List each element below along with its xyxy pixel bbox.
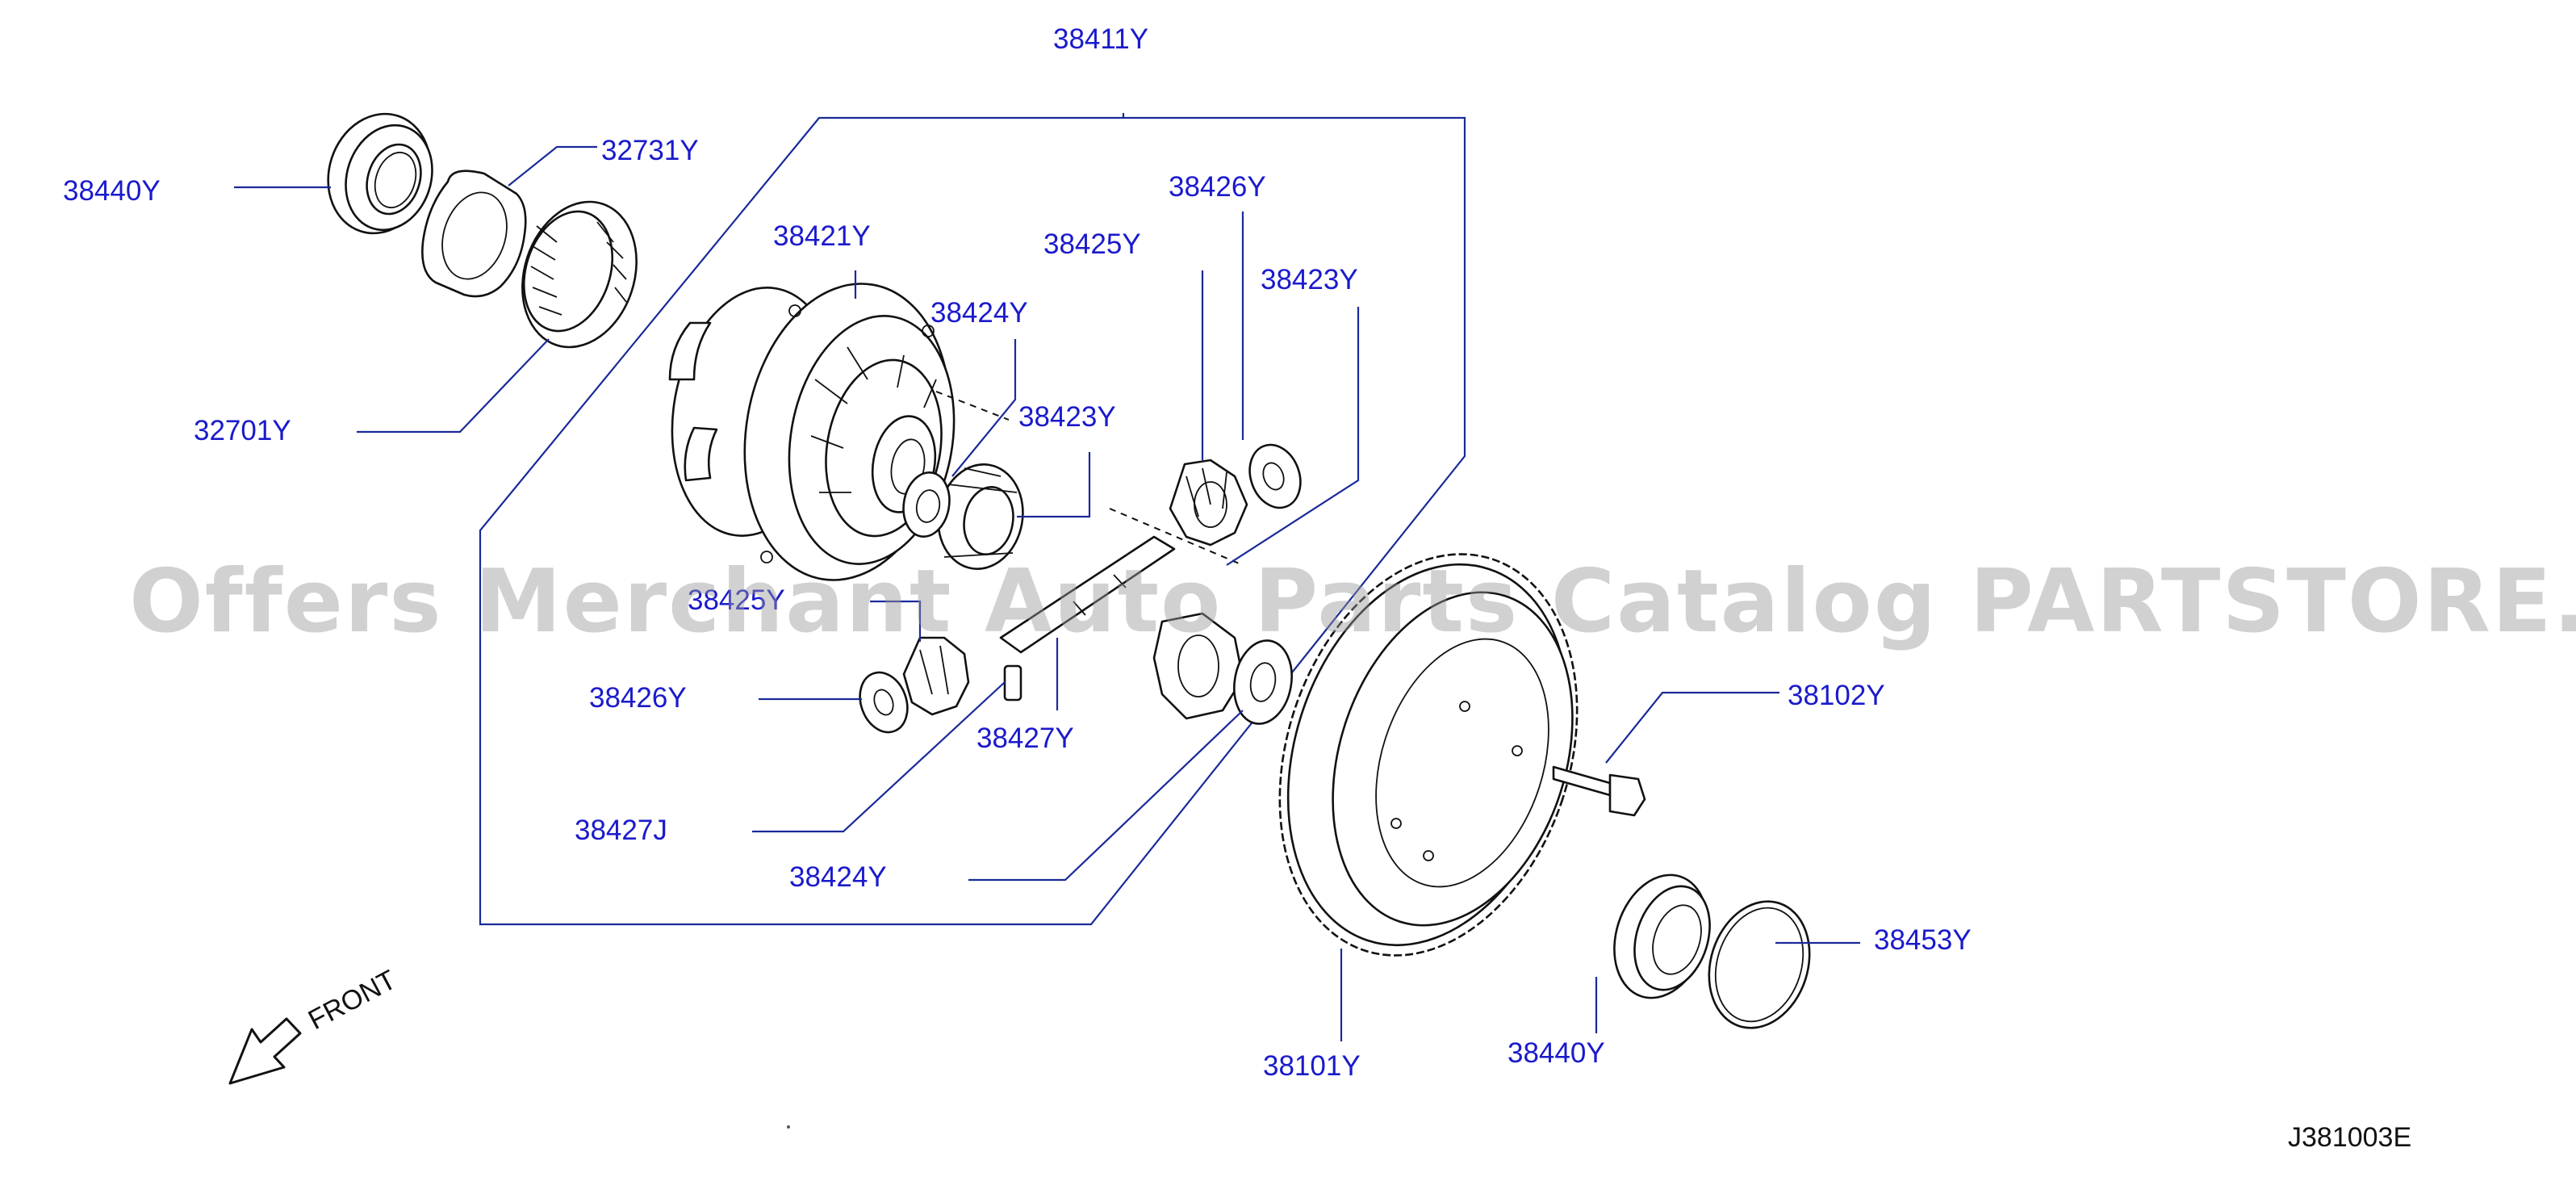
bearing-38440Y-bottom[interactable]: [1600, 863, 1723, 1010]
callout-38424Y-bottom[interactable]: 38424Y: [789, 861, 887, 893]
shim-32731Y[interactable]: [421, 170, 527, 298]
leader-38424Y-top: [951, 339, 1017, 477]
callout-38421Y[interactable]: 38421Y: [773, 220, 871, 252]
pinion-gear-38425Y[interactable]: [1169, 459, 1248, 547]
pinion-shaft-38427Y[interactable]: [999, 535, 1176, 654]
bearing-38440Y-top[interactable]: [313, 101, 445, 247]
callout-38440Y-bottom[interactable]: 38440Y: [1508, 1037, 1605, 1069]
side-gear-38423Y-left[interactable]: [930, 458, 1031, 576]
leader-38424Y-bottom: [968, 710, 1244, 882]
callout-38423Y-mid[interactable]: 38423Y: [1018, 401, 1116, 433]
thrust-washer-38424Y-bottom[interactable]: [1228, 636, 1298, 729]
watermark-text: Offers Merchant Auto Parts Catalog PARTS…: [129, 551, 2576, 652]
callout-38101Y[interactable]: 38101Y: [1263, 1050, 1361, 1082]
leader-38423Y-right: [1226, 307, 1360, 566]
front-arrow-icon: [228, 1017, 302, 1085]
front-label: FRONT: [303, 965, 401, 1037]
front-direction-indicator: FRONT: [228, 965, 401, 1085]
side-gear-38423Y-right[interactable]: [1152, 612, 1244, 720]
callout-38102Y[interactable]: 38102Y: [1788, 680, 1885, 711]
pinion-washer-38426Y-top[interactable]: [1241, 438, 1309, 515]
callout-38440Y-top[interactable]: 38440Y: [63, 175, 161, 207]
pinion-gear-38425Y-lower[interactable]: [902, 636, 970, 716]
callout-38427J[interactable]: 38427J: [575, 815, 667, 846]
leader-38102Y: [1605, 691, 1779, 764]
leader-38423Y-mid: [1017, 452, 1091, 518]
drive-gear-32701Y[interactable]: [504, 186, 654, 362]
callout-32731Y[interactable]: 32731Y: [601, 135, 699, 166]
callout-38423Y-right[interactable]: 38423Y: [1261, 264, 1358, 295]
bolt-38102Y[interactable]: [1552, 765, 1646, 817]
lock-pin-38427J[interactable]: [1003, 664, 1022, 702]
diagram-reference-code: J381003E: [2288, 1122, 2411, 1153]
leader-38427J: [752, 681, 1006, 833]
callout-38426Y-left[interactable]: 38426Y: [589, 682, 687, 714]
callout-38425Y[interactable]: 38425Y: [1043, 228, 1141, 260]
leader-32731Y: [508, 145, 597, 186]
assembly-axis-upper: [935, 391, 1010, 421]
ring-gear-38101Y[interactable]: [1231, 515, 1626, 994]
pinion-washer-38426Y-left[interactable]: [852, 666, 916, 739]
shim-ring-38453Y[interactable]: [1693, 888, 1825, 1041]
thrust-washer-38424Y-top[interactable]: [898, 469, 954, 541]
stray-dot: [787, 1125, 790, 1129]
callout-32701Y[interactable]: 32701Y: [194, 415, 291, 446]
assembly-bracket-38411Y: [479, 113, 1466, 926]
differential-case-38421Y[interactable]: [654, 267, 973, 597]
leader-38425Y-hidden: [870, 600, 922, 642]
leader-32701Y: [357, 338, 550, 434]
callout-38453Y[interactable]: 38453Y: [1874, 924, 1972, 956]
callout-38427Y[interactable]: 38427Y: [976, 723, 1074, 754]
callout-38425Y-hidden[interactable]: 38425Y: [688, 584, 785, 616]
callout-38411Y[interactable]: 38411Y: [1053, 23, 1148, 55]
callout-38424Y-top[interactable]: 38424Y: [930, 297, 1028, 329]
callout-38426Y-top[interactable]: 38426Y: [1169, 171, 1266, 203]
